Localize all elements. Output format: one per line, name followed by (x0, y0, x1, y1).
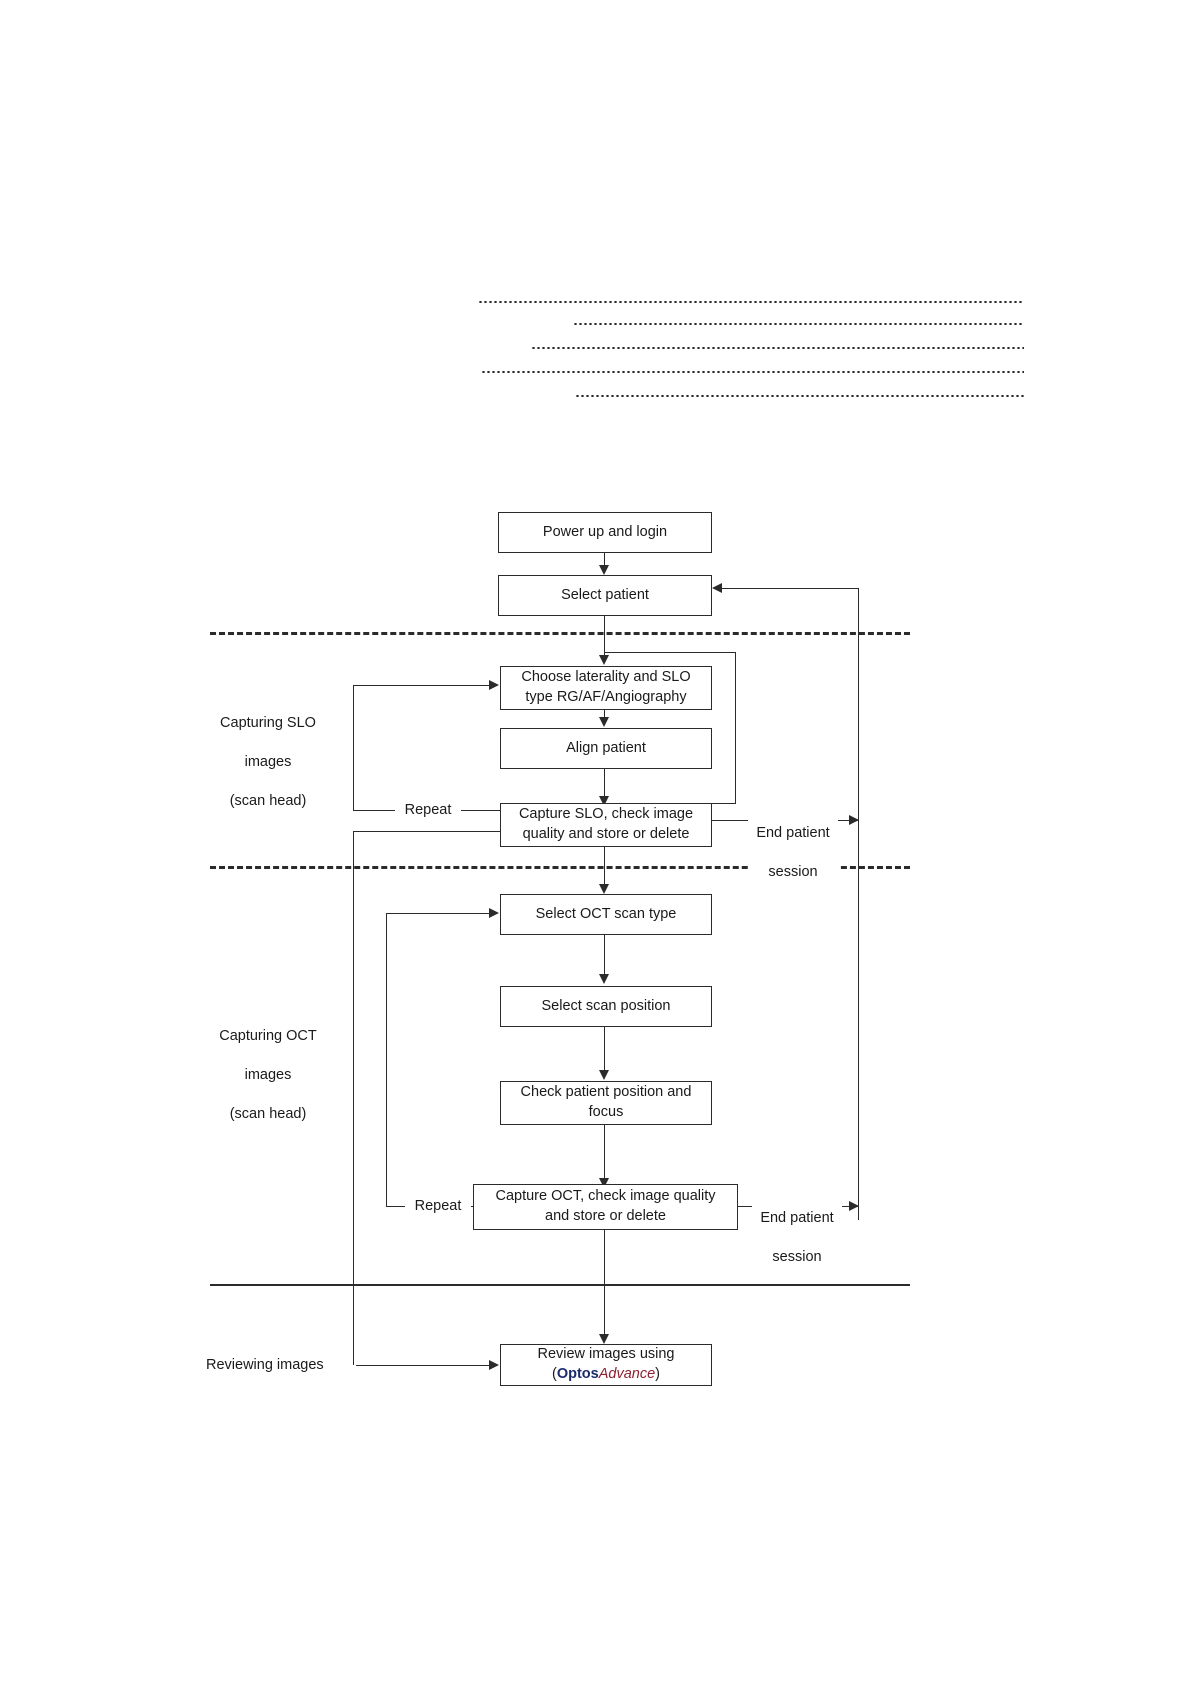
edge-align-to-capture-slo (604, 769, 605, 799)
edge-label-end-patient-session-oct: End patient session (752, 1189, 842, 1268)
edge-check-focus-to-capture-oct-arrowhead (599, 1178, 609, 1188)
edge-laterality-to-align (604, 710, 605, 718)
node-align-patient[interactable]: Align patient (500, 728, 712, 769)
edge-select-to-laterality-arrowhead (599, 655, 609, 665)
edge-power-to-select-arrowhead (599, 565, 609, 575)
edge-scan-position-to-check-focus-arrowhead (599, 1070, 609, 1080)
node-capture-slo[interactable]: Capture SLO, check image quality and sto… (500, 803, 712, 847)
node-select-oct-scan-type[interactable]: Select OCT scan type (500, 894, 712, 935)
node-label-line-2: focus (588, 1104, 624, 1120)
divider-oct-lane-top (210, 866, 910, 869)
node-label: Select OCT scan type (535, 905, 677, 922)
slo-to-review-top (353, 831, 501, 832)
end-session-line-2: session (768, 863, 818, 880)
edge-select-oct-to-scan-position-arrowhead (599, 974, 609, 984)
toc-leader-line-5 (575, 395, 1024, 397)
lane-label-line-1: Capturing SLO (220, 714, 316, 731)
end-session-line-1: End patient (756, 824, 830, 841)
node-label-line-2: quality and store or delete (522, 826, 690, 842)
node-capture-oct[interactable]: Capture OCT, check image quality and sto… (473, 1184, 738, 1230)
repeat-oct-rail (386, 913, 387, 1206)
node-label-line-1: Capture OCT, check image quality (495, 1188, 716, 1205)
edge-capture-slo-to-select-oct (604, 847, 605, 885)
toc-leader-line-1 (478, 301, 1024, 303)
lane-label-capturing-oct: Capturing OCT images (scan head) (200, 1007, 336, 1124)
slo-to-review-rail (353, 831, 354, 1365)
end-session-line-1: End patient (760, 1209, 834, 1226)
edge-laterality-to-align-arrowhead (599, 717, 609, 727)
end-session-return-into-select-patient (722, 588, 859, 589)
node-label-line-2: and store or delete (545, 1208, 666, 1224)
repeat-oct-arrowhead (489, 908, 499, 918)
toc-leader-line-4 (481, 371, 1024, 373)
end-session-oct-arrowhead (849, 1201, 859, 1211)
toc-leader-line-3 (531, 347, 1024, 349)
brand-advance: Advance (598, 1366, 656, 1382)
lane-label-line-3: (scan head) (229, 1105, 307, 1122)
edge-align-to-capture-slo-arrowhead (599, 796, 609, 806)
repeat-slo-arrowhead (489, 680, 499, 690)
lane-label-line-2: images (244, 753, 292, 770)
node-label-line-1: Capture SLO, check image (518, 806, 694, 823)
lane-label-line-2: images (244, 1066, 292, 1083)
lane-label-reviewing-images: Reviewing images (206, 1357, 324, 1373)
node-label-line-1: Check patient position and (520, 1084, 692, 1101)
edge-reviewing-lane-into-review-node (356, 1365, 490, 1366)
end-session-return-arrowhead (712, 583, 722, 593)
lane-label-line-1: Capturing OCT (219, 1027, 317, 1044)
node-check-patient-position-and-focus[interactable]: Check patient position and focus (500, 1081, 712, 1125)
repeat-slo-top-into-laterality (353, 685, 490, 686)
brand-optos: Optos (556, 1366, 599, 1382)
edge-capture-oct-to-review-arrowhead (599, 1334, 609, 1344)
edge-capture-slo-to-select-oct-arrowhead (599, 884, 609, 894)
lane-label-capturing-slo: Capturing SLO images (scan head) (200, 694, 336, 811)
lane-label-line-3: (scan head) (229, 792, 307, 809)
edge-check-focus-to-capture-oct (604, 1125, 605, 1179)
node-select-scan-position[interactable]: Select scan position (500, 986, 712, 1027)
brand-paren-close: ) (655, 1366, 660, 1382)
node-label-line-2: type RG/AF/Angiography (525, 689, 687, 705)
node-label: Align patient (566, 739, 646, 756)
node-label: Power up and login (542, 523, 668, 540)
end-session-slo-arrowhead (849, 815, 859, 825)
edge-label-end-patient-session-slo: End patient session (748, 804, 838, 883)
bypass-laterality-right-rail (735, 652, 736, 804)
node-label-line-1: Review images using (537, 1346, 675, 1363)
node-select-patient[interactable]: Select patient (498, 575, 712, 616)
node-label: Select scan position (541, 997, 671, 1014)
edge-label-repeat-slo: Repeat (395, 801, 461, 821)
node-label-line-1: Choose laterality and SLO (521, 669, 691, 686)
edge-reviewing-lane-arrowhead (489, 1360, 499, 1370)
repeat-slo-rail (353, 685, 354, 811)
toc-leader-line-2 (573, 323, 1024, 325)
divider-slo-lane-top (210, 632, 910, 635)
brand-paren-open: ( (551, 1366, 557, 1382)
edge-select-to-laterality (604, 616, 605, 658)
edge-label-repeat-oct: Repeat (405, 1197, 471, 1217)
node-label: Select patient (561, 586, 649, 603)
edge-select-oct-to-scan-position (604, 935, 605, 975)
edge-capture-oct-to-review (604, 1230, 605, 1335)
node-brand-line: (OptosAdvance) (552, 1365, 660, 1385)
divider-review-lane-top (210, 1284, 910, 1286)
bypass-laterality-right-top (604, 652, 736, 653)
end-session-return-rail (858, 588, 859, 1220)
node-power-up-and-login[interactable]: Power up and login (498, 512, 712, 553)
end-session-line-2: session (772, 1248, 822, 1265)
edge-scan-position-to-check-focus (604, 1027, 605, 1071)
repeat-oct-top-into-select-oct (386, 913, 490, 914)
edge-power-to-select (604, 553, 605, 566)
node-choose-laterality-and-slo-type[interactable]: Choose laterality and SLO type RG/AF/Ang… (500, 666, 712, 710)
node-review-images-using-optos-advance[interactable]: Review images using (OptosAdvance) (500, 1344, 712, 1386)
